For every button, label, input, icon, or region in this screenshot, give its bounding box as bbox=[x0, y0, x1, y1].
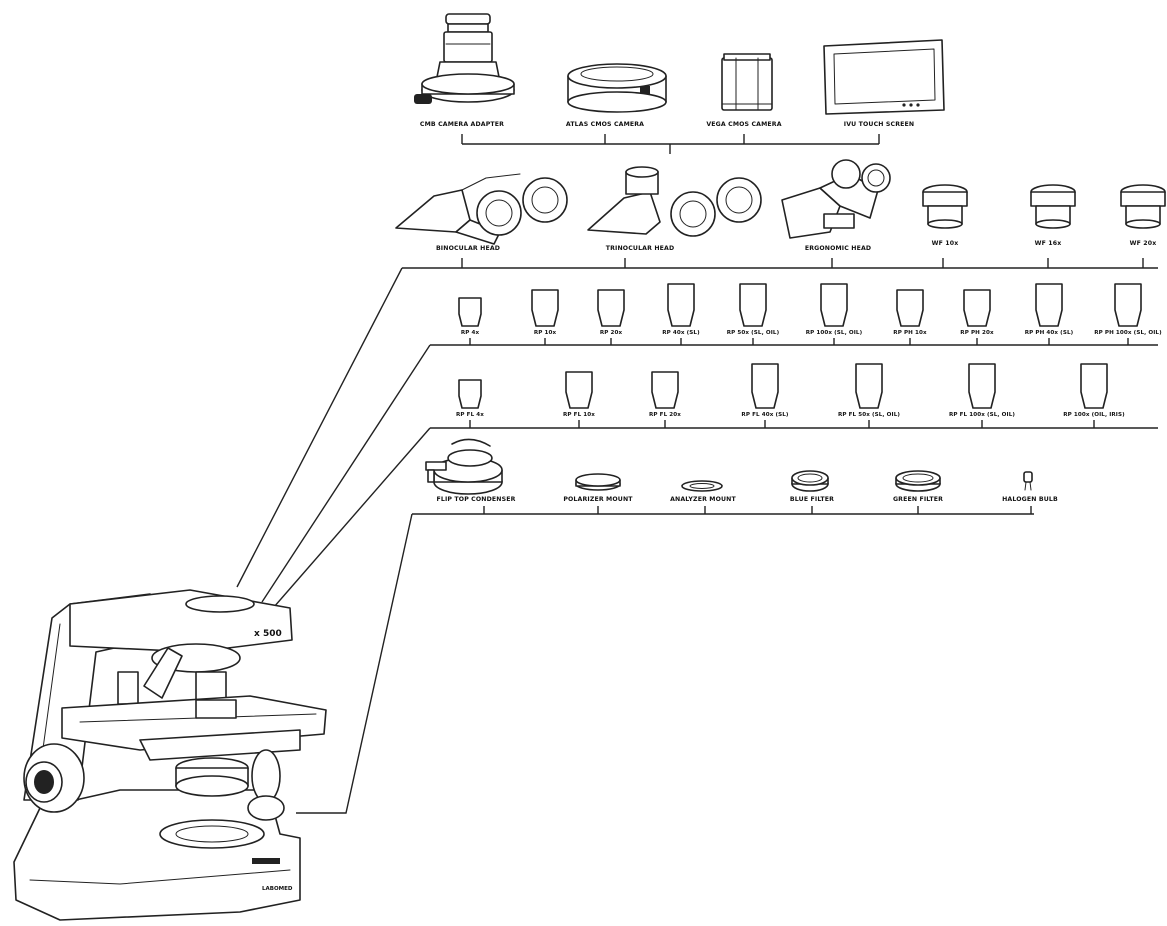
camera-label: ATLAS CMOS CAMERA bbox=[566, 121, 644, 128]
fl-objective-label: RP FL 100x (SL, OIL) bbox=[949, 412, 1015, 418]
atlas-cmos-camera-illustration bbox=[567, 63, 667, 113]
objective-label: RP PH 100x (SL, OIL) bbox=[1094, 330, 1162, 336]
objective-label: RP PH 40x (SL) bbox=[1025, 330, 1074, 336]
camera-connector-bracket bbox=[461, 134, 880, 154]
ivu-touch-screen-illustration bbox=[823, 39, 945, 115]
camera-row: CMB CAMERA ADAPTER ATLAS CMOS CAMERA VEG… bbox=[414, 13, 945, 154]
halogen-bulb-illustration bbox=[1023, 471, 1033, 491]
camera-label: IVU TOUCH SCREEN bbox=[844, 121, 914, 128]
cmb-camera-adapter-illustration bbox=[414, 13, 515, 104]
eyepiece-label: WF 20x bbox=[1130, 240, 1157, 247]
wf-16x-illustration bbox=[1030, 184, 1076, 229]
filter-label: GREEN FILTER bbox=[893, 496, 943, 503]
condenser-filter-row: FLIP TOP CONDENSER POLARIZER MOUNT ANALY… bbox=[296, 438, 1058, 814]
fl-objective-label: RP FL 4x bbox=[456, 412, 484, 418]
filter-label: ANALYZER MOUNT bbox=[670, 496, 736, 503]
trinocular-head-illustration bbox=[587, 166, 762, 237]
blue-filter-illustration bbox=[791, 470, 829, 492]
filter-label: HALOGEN BULB bbox=[1002, 496, 1058, 503]
head-label: BINOCULAR HEAD bbox=[436, 245, 500, 252]
objective-label: RP 10x bbox=[534, 330, 557, 336]
green-filter-illustration bbox=[895, 470, 941, 492]
camera-label: VEGA CMOS CAMERA bbox=[706, 121, 781, 128]
microscope-illustration: x 500 LABOMED bbox=[13, 589, 327, 921]
binocular-head-illustration bbox=[395, 173, 568, 245]
objective-label: RP 20x bbox=[600, 330, 623, 336]
head-label: TRINOCULAR HEAD bbox=[606, 245, 675, 252]
ergonomic-head-illustration bbox=[781, 159, 891, 239]
fl-objective-label: RP 100x (OIL, IRIS) bbox=[1063, 412, 1125, 418]
rp-objective-connector-bracket bbox=[261, 338, 1158, 603]
brand-text: LABOMED bbox=[262, 886, 293, 892]
fl-objective-connector-bracket bbox=[266, 420, 1158, 616]
head-connector-bracket bbox=[236, 258, 1158, 588]
filter-label: POLARIZER MOUNT bbox=[563, 496, 633, 503]
fl-objective-label: RP FL 40x (SL) bbox=[741, 412, 788, 418]
wf-20x-illustration bbox=[1120, 184, 1166, 229]
flip-top-condenser-illustration bbox=[425, 438, 503, 495]
objective-label: RP 4x bbox=[461, 330, 480, 336]
wf-10x-illustration bbox=[922, 184, 968, 229]
objective-label: RP 100x (SL, OIL) bbox=[806, 330, 863, 336]
objective-label: RP 50x (SL, OIL) bbox=[727, 330, 780, 336]
condenser-connector-bracket bbox=[296, 506, 1034, 814]
objective-label: RP PH 20x bbox=[960, 330, 994, 336]
fl-objective-label: RP FL 20x bbox=[649, 412, 681, 418]
objective-label: RP 40x (SL) bbox=[662, 330, 700, 336]
camera-label: CMB CAMERA ADAPTER bbox=[420, 121, 504, 128]
fl-objective-label: RP FL 10x bbox=[563, 412, 595, 418]
rp-objective-illustrations bbox=[458, 283, 1142, 327]
eyepiece-label: WF 10x bbox=[932, 240, 959, 247]
filter-label: BLUE FILTER bbox=[790, 496, 834, 503]
fl-objective-illustrations bbox=[458, 363, 1108, 409]
head-label: ERGONOMIC HEAD bbox=[805, 245, 871, 252]
head-row: BINOCULAR HEAD TRINOCULAR HEAD ERGONOMIC… bbox=[236, 159, 1166, 588]
fl-objective-label: RP FL 50x (SL, OIL) bbox=[838, 412, 900, 418]
analyzer-mount-illustration bbox=[681, 480, 723, 492]
vega-cmos-camera-illustration bbox=[721, 53, 773, 111]
objective-label: RP PH 10x bbox=[893, 330, 927, 336]
rp-objective-row: RP 4x RP 10x RP 20x RP 40x (SL) RP 50x (… bbox=[261, 283, 1162, 603]
model-text: x 500 bbox=[254, 629, 282, 639]
fl-objective-row: RP FL 4x RP FL 10x RP FL 20x RP FL 40x (… bbox=[266, 363, 1158, 616]
eyepiece-label: WF 16x bbox=[1035, 240, 1062, 247]
polarizer-mount-illustration bbox=[575, 473, 621, 491]
condenser-label: FLIP TOP CONDENSER bbox=[437, 496, 516, 503]
